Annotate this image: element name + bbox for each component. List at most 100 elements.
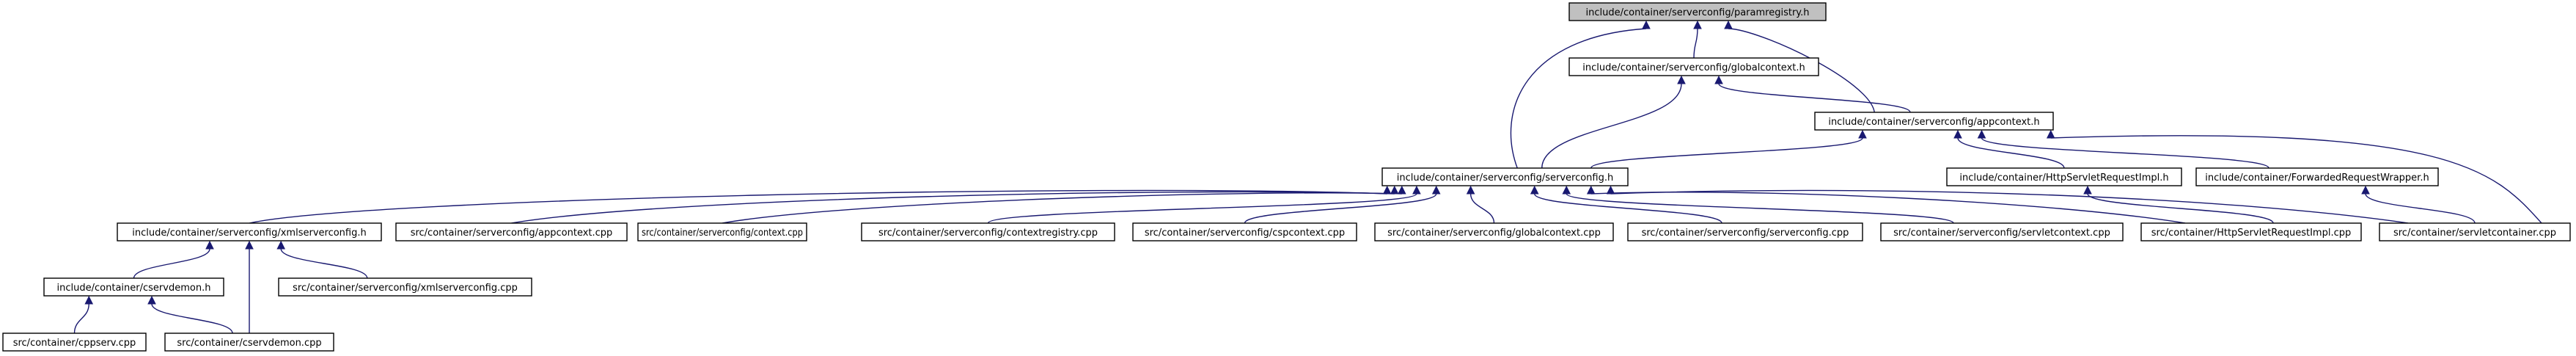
- node-label: include/container/cservdemon.h: [57, 283, 211, 294]
- edge-line: [2050, 135, 2542, 224]
- node-box: [164, 333, 334, 352]
- edge-httpreqimpl_cpp-to-httpreqimpl_h: [2083, 185, 2274, 224]
- edge-line: [1244, 193, 1437, 224]
- node-box: [117, 222, 382, 241]
- edge-line: [1469, 193, 1495, 224]
- node-httpreqimpl-cpp[interactable]: src/container/HttpServletRequestImpl.cpp: [2140, 222, 2362, 241]
- edge-arrowhead: [1953, 129, 1962, 139]
- node-label: src/container/cppserv.cpp: [13, 338, 136, 349]
- node-serverconfig-cpp[interactable]: src/container/serverconfig/serverconfig.…: [1627, 222, 1863, 241]
- edge-arrowhead: [276, 240, 286, 250]
- node-cppserv-cpp[interactable]: src/container/cppserv.cpp: [2, 333, 147, 352]
- edge-appcontext_h-to-globalcontext_h: [1714, 75, 1911, 113]
- node-httpreqimpl-h[interactable]: include/container/HttpServletRequestImpl…: [1946, 167, 2182, 186]
- node-label: src/container/cservdemon.cpp: [177, 338, 321, 349]
- edge-line: [722, 192, 1402, 224]
- edge-line: [133, 248, 210, 279]
- node-box: [1374, 222, 1614, 241]
- edge-servletcontainer_cpp-to-serverconfig_h: [1606, 185, 2409, 224]
- node-box: [1568, 57, 1819, 76]
- node-label: src/container/serverconfig/contextregist…: [878, 228, 1098, 239]
- node-label: src/container/serverconfig/serverconfig.…: [1642, 228, 1849, 239]
- edge-arrowhead: [1724, 20, 1733, 29]
- node-box: [1880, 222, 2124, 241]
- node-box: [1568, 2, 1827, 21]
- node-box: [1627, 222, 1863, 241]
- node-xmlserverconfig-cpp[interactable]: src/container/serverconfig/xmlserverconf…: [278, 277, 532, 297]
- edge-line: [2087, 193, 2274, 224]
- node-label: src/container/serverconfig/context.cpp: [642, 228, 803, 239]
- node-xmlserverconfig-h[interactable]: include/container/serverconfig/xmlserver…: [117, 222, 382, 241]
- edge-fwdreq_h-to-appcontext_h: [1977, 129, 2269, 169]
- edge-line: [1610, 189, 2409, 224]
- node-label: include/container/serverconfig/globalcon…: [1582, 62, 1805, 73]
- node-cspcontext-cpp[interactable]: src/container/serverconfig/cspcontext.cp…: [1132, 222, 1357, 241]
- node-label: include/container/HttpServletRequestImpl…: [1959, 172, 2168, 184]
- node-label: include/container/serverconfig/servercon…: [1397, 172, 1614, 184]
- node-cservdemon-h[interactable]: include/container/cservdemon.h: [43, 277, 224, 297]
- edge-arrowhead: [2046, 129, 2055, 139]
- edge-line: [1957, 137, 2065, 169]
- edge-line: [1510, 28, 1647, 169]
- node-cservdemon-cpp[interactable]: src/container/cservdemon.cpp: [164, 333, 334, 352]
- edge-arrowhead: [1412, 185, 1421, 195]
- node-label: src/container/servletcontainer.cpp: [2393, 228, 2556, 239]
- node-label: src/container/serverconfig/xmlserverconf…: [293, 283, 518, 294]
- node-servletcontainer-cpp[interactable]: src/container/servletcontainer.cpp: [2379, 222, 2571, 241]
- edge-cppserv_cpp-to-cservdemon_h: [73, 295, 94, 334]
- edge-line: [1541, 83, 1682, 169]
- node-appcontext-h[interactable]: include/container/serverconfig/appcontex…: [1814, 112, 2054, 131]
- edge-arrowhead: [1431, 185, 1441, 195]
- node-fwdreq-h[interactable]: include/container/ForwardedRequestWrappe…: [2195, 167, 2439, 186]
- edge-line: [73, 303, 89, 334]
- node-box: [43, 277, 224, 297]
- node-label: include/container/serverconfig/appcontex…: [1828, 117, 2039, 128]
- edge-cservdemon_h-to-xmlserverconfig_h: [133, 240, 214, 279]
- edge-line: [1590, 137, 1863, 169]
- edge-line: [280, 248, 368, 279]
- node-globalcontext-h[interactable]: include/container/serverconfig/globalcon…: [1568, 57, 1819, 76]
- edge-layer: [73, 20, 2542, 334]
- node-appcontext-cpp[interactable]: src/container/serverconfig/appcontext.cp…: [395, 222, 628, 241]
- edge-line: [1534, 193, 1722, 224]
- edge-line: [151, 303, 233, 334]
- edge-cservdemon_cpp-to-cservdemon_h: [147, 295, 233, 334]
- edge-line: [987, 193, 1417, 224]
- edge-arrowhead: [1390, 185, 1399, 195]
- node-servletcontext-cpp[interactable]: src/container/serverconfig/servletcontex…: [1880, 222, 2124, 241]
- edge-arrowhead: [1382, 185, 1392, 195]
- node-box: [2, 333, 147, 352]
- edge-arrowhead: [84, 295, 94, 305]
- edge-arrowhead: [147, 295, 156, 305]
- edge-line: [511, 191, 1395, 224]
- edge-arrowhead: [1642, 20, 1651, 29]
- edge-contextregistry_cpp-to-serverconfig_h: [987, 185, 1421, 224]
- edge-arrowhead: [1530, 185, 1539, 195]
- edge-arrowhead: [1858, 129, 1867, 139]
- node-globalcontext-cpp[interactable]: src/container/serverconfig/globalcontext…: [1374, 222, 1614, 241]
- edge-arrowhead: [1693, 20, 1702, 29]
- node-label: include/container/serverconfig/paramregi…: [1585, 7, 1809, 18]
- edge-serverconfig_h-to-paramregistry: [1510, 20, 1651, 169]
- node-box: [2195, 167, 2439, 186]
- node-label: src/container/HttpServletRequestImpl.cpp: [2151, 228, 2352, 239]
- node-box: [1381, 167, 1629, 186]
- node-context-cpp[interactable]: src/container/serverconfig/context.cpp: [637, 222, 807, 241]
- node-box: [1132, 222, 1357, 241]
- node-box: [2379, 222, 2571, 241]
- node-contextregistry-cpp[interactable]: src/container/serverconfig/contextregist…: [861, 222, 1115, 241]
- edge-arrowhead: [245, 240, 254, 250]
- edge-arrowhead: [1586, 185, 1596, 195]
- edge-arrowhead: [1977, 129, 1986, 139]
- edge-arrowhead: [1606, 185, 1615, 195]
- edge-globalcontext_cpp-to-serverconfig_h: [1466, 185, 1495, 224]
- node-paramregistry: include/container/serverconfig/paramregi…: [1568, 2, 1827, 21]
- node-label: include/container/serverconfig/xmlserver…: [132, 228, 366, 239]
- node-box: [861, 222, 1115, 241]
- edge-line: [1981, 137, 2269, 169]
- edge-arrowhead: [1466, 185, 1475, 195]
- node-serverconfig-h[interactable]: include/container/serverconfig/servercon…: [1381, 167, 1629, 186]
- edge-arrowhead: [1397, 185, 1406, 195]
- edge-arrowhead: [2083, 185, 2092, 195]
